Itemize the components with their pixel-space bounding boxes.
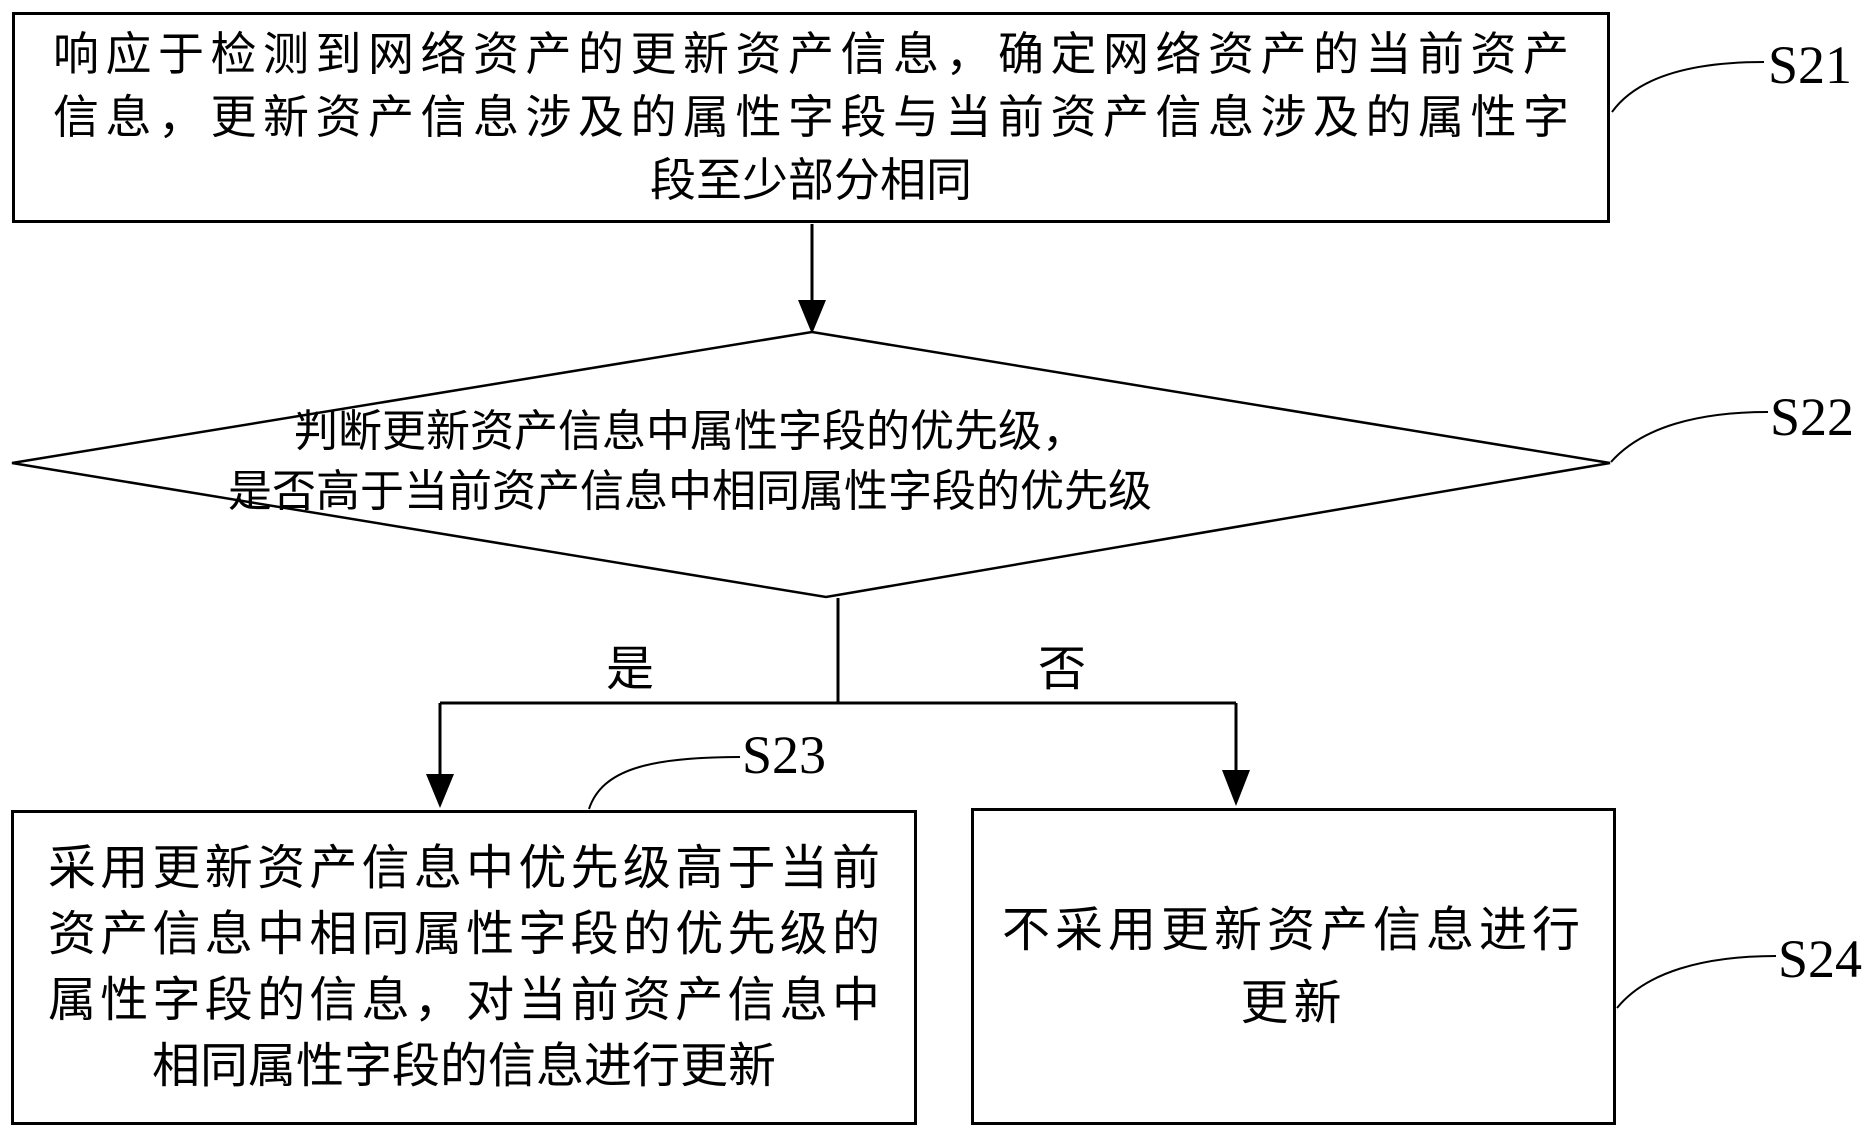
step-label-s22: S22: [1770, 387, 1855, 447]
yes-branch-label: 是: [606, 643, 655, 696]
box-s23-text-line: 属性字段的信息，对当前资产信息中: [48, 973, 880, 1027]
step-label-s24: S24: [1778, 929, 1863, 989]
box-s21-text-line: 信息，更新资产信息涉及的属性字段与当前资产信息涉及的属性字: [53, 92, 1569, 143]
box-s24-text-line: 更新: [1240, 976, 1347, 1030]
box-s21-text-line: 段至少部分相同: [650, 155, 972, 206]
arrow-box-to-diamond-head: [798, 300, 826, 334]
step-label-s21: S21: [1768, 35, 1853, 95]
arrow-no-branch-head: [1222, 770, 1250, 806]
s22-leader-line: [1610, 411, 1769, 463]
box-s23-text-line: 采用更新资产信息中优先级高于当前: [48, 841, 880, 895]
s24-leader-line: [1616, 955, 1777, 1009]
box-s23-text-line: 资产信息中相同属性字段的优先级的: [48, 907, 880, 961]
process-box-s21: 响应于检测到网络资产的更新资产信息，确定网络资产的当前资产 信息，更新资产信息涉…: [12, 12, 1610, 223]
diamond-text-line: 判断更新资产信息中属性字段的优先级，: [294, 407, 1086, 456]
box-s24-text-line: 不采用更新资产信息进行: [1001, 903, 1585, 957]
s21-leader-line: [1611, 61, 1765, 113]
decision-diamond-shape: [11, 330, 1611, 599]
no-branch-label: 否: [1038, 643, 1087, 696]
process-box-s24: 不采用更新资产信息进行 更新: [971, 808, 1616, 1125]
s23-leader-line: [588, 756, 741, 810]
process-box-s23: 采用更新资产信息中优先级高于当前 资产信息中相同属性字段的优先级的 属性字段的信…: [11, 810, 917, 1125]
diamond-text-line: 是否高于当前资产信息中相同属性字段的优先级: [228, 467, 1152, 516]
box-s21-text-line: 响应于检测到网络资产的更新资产信息，确定网络资产的当前资产: [53, 29, 1569, 80]
step-label-s23: S23: [742, 725, 827, 785]
box-s23-text-line: 相同属性字段的信息进行更新: [151, 1039, 776, 1093]
decision-diamond-text: 判断更新资产信息中属性字段的优先级， 是否高于当前资产信息中相同属性字段的优先级: [190, 402, 1190, 522]
arrow-yes-branch-head: [426, 774, 454, 808]
